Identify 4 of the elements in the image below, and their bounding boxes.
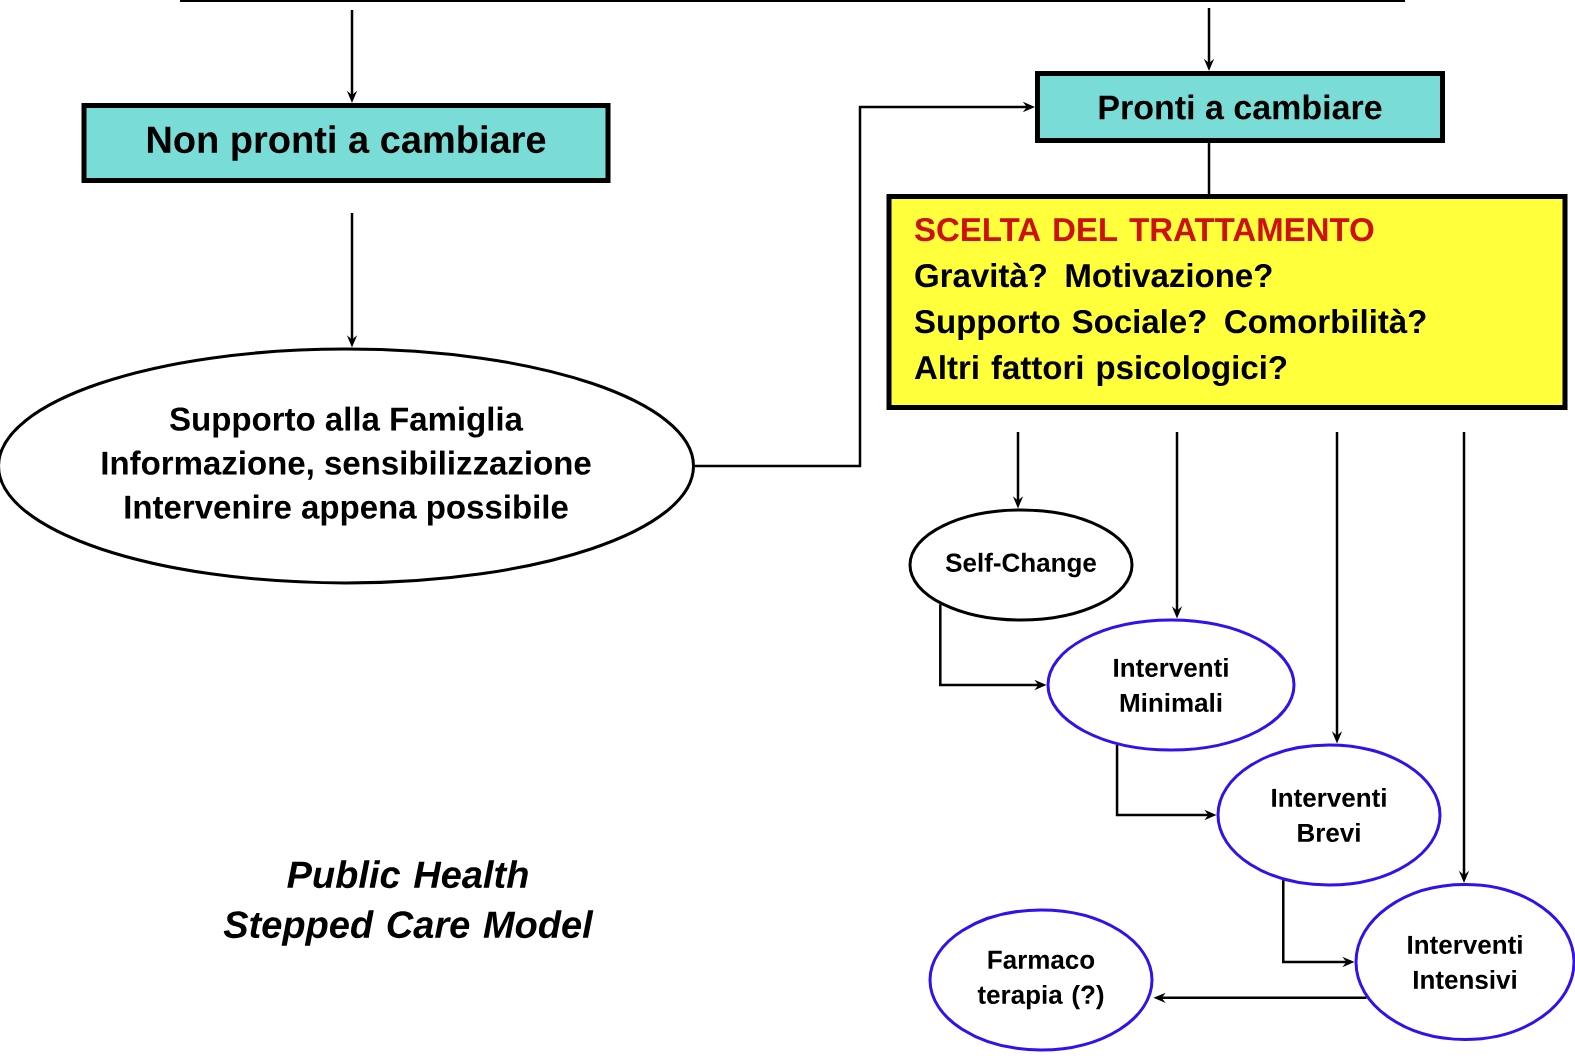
process-box: Non pronti a cambiare [81,103,611,183]
process-box: Pronti a cambiare [1035,71,1445,143]
model-caption: Public Health Stepped Care Model [223,860,594,946]
decision-box: SCELTA DEL TRATTAMENTO Gravità? Motivazione? Supporto Sociale? Comorbilità? Altri fattori psicologici? [886,194,1568,410]
